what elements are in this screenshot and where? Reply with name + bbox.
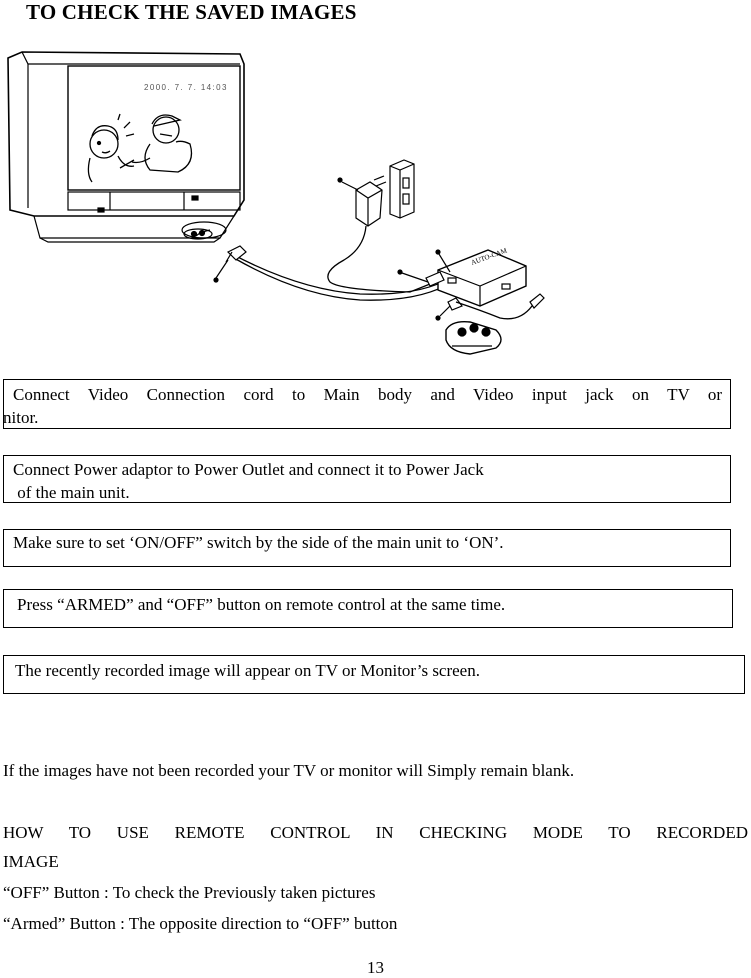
step-2-line-2: of the main unit. (13, 483, 130, 502)
remote-heading-line-1: HOW TO USE REMOTE CONTROL IN CHECKING MO… (3, 823, 748, 842)
main-unit-icon: AUTO-CAM (397, 246, 545, 321)
step-box-4: Press “ARMED” and “OFF” button on remote… (3, 589, 733, 628)
remote-heading-line-2: IMAGE (3, 852, 59, 871)
page-number: 13 (367, 958, 384, 977)
step-1-line-1: Connect Video Connection cord to Main bo… (13, 385, 722, 404)
power-outlet-icon (389, 159, 415, 219)
connection-illustration: AUTO-CAM 2000. 7. 7. 14:03 (7, 51, 545, 355)
off-button-description: “OFF” Button : To check the Previously t… (3, 883, 376, 902)
tv-icon (7, 51, 245, 243)
tv-timestamp: 2000. 7. 7. 14:03 (144, 83, 228, 92)
remote-control-icon (445, 320, 502, 355)
step-4-line-1: Press “ARMED” and “OFF” button on remote… (17, 595, 506, 614)
step-box-3: Make sure to set ‘ON/OFF” switch by the … (3, 529, 731, 567)
people-icon (87, 113, 193, 183)
step-5-line-1: The recently recorded image will appear … (15, 661, 480, 680)
step-2-line-1: Connect Power adaptor to Power Outlet an… (13, 460, 484, 479)
blank-screen-note: If the images have not been recorded you… (3, 761, 575, 780)
page-title: TO CHECK THE SAVED IMAGES (26, 0, 357, 24)
power-adaptor-icon (327, 175, 431, 293)
step-box-5: The recently recorded image will appear … (3, 655, 745, 694)
step-box-2: Connect Power adaptor to Power Outlet an… (3, 455, 731, 503)
armed-button-description: “Armed” Button : The opposite direction … (3, 914, 398, 933)
step-1-line-2: nitor. (3, 408, 39, 427)
step-box-1: Connect Video Connection cord to Main bo… (3, 379, 731, 429)
step-3-line-1: Make sure to set ‘ON/OFF” switch by the … (13, 533, 504, 552)
